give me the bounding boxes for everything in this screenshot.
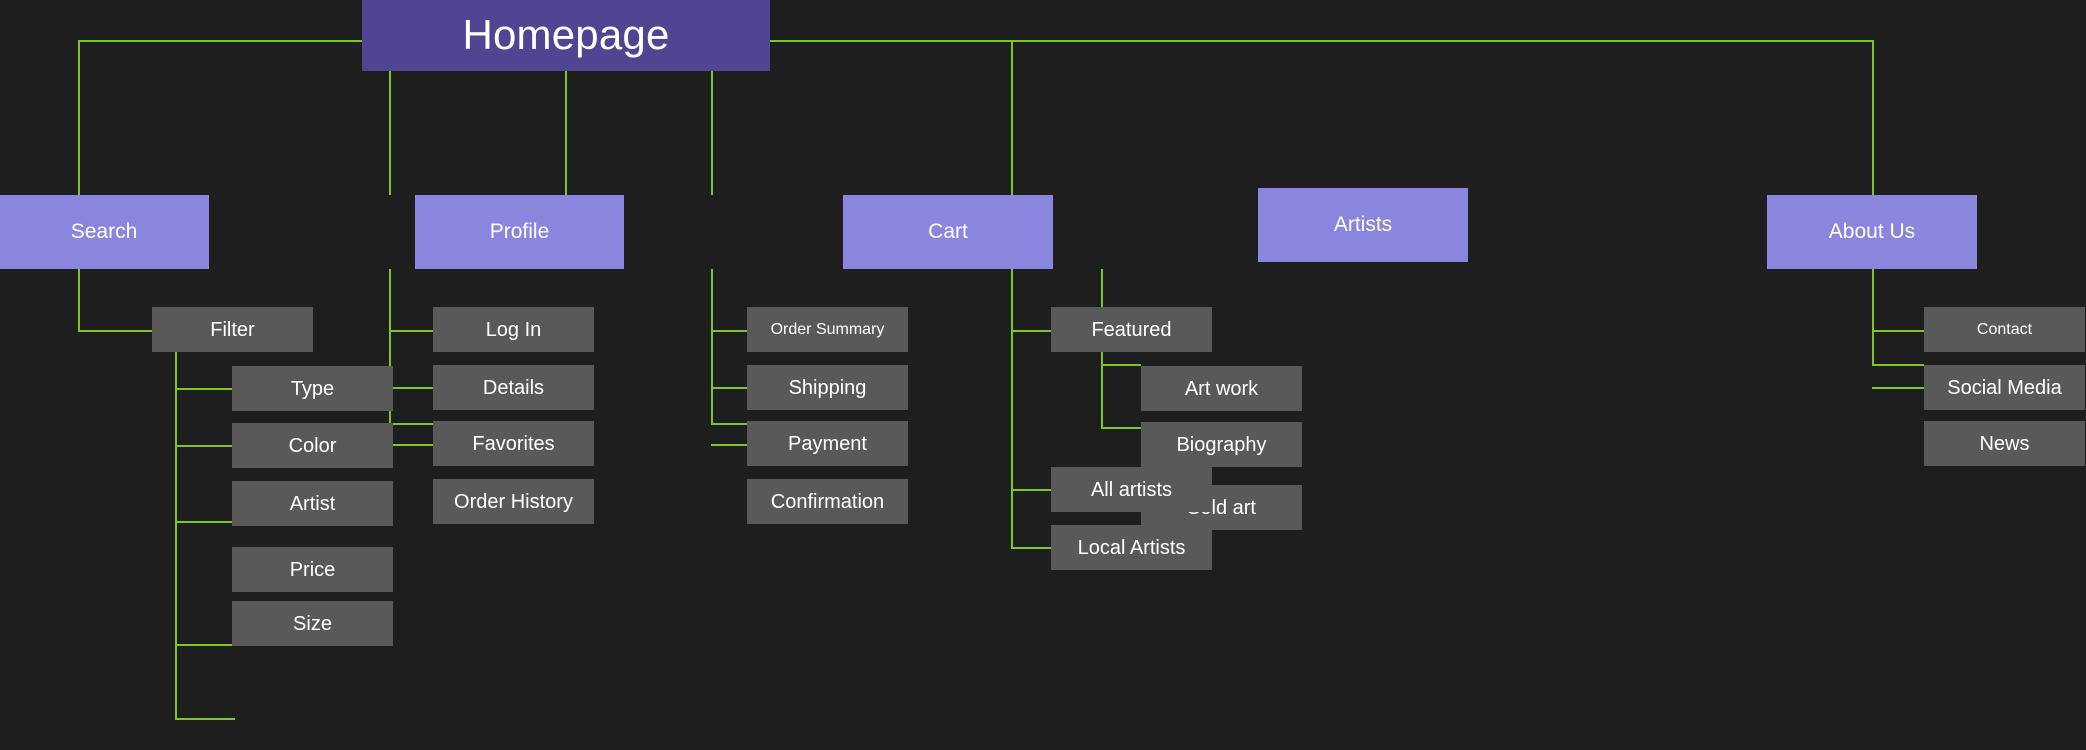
edge-filter-spine: [175, 352, 177, 557]
edge-search-spine: [78, 269, 80, 331]
node-price[interactable]: Price: [232, 547, 393, 592]
edge-root-to-profile: [389, 71, 391, 195]
edge-featured-to-soldart: [1101, 427, 1141, 429]
edge-cart-to-shipping: [711, 387, 749, 389]
node-favorites[interactable]: Favorites: [433, 421, 594, 466]
edge-filter-to-type: [175, 388, 235, 390]
edge-root-bus-left: [78, 40, 363, 42]
node-all-artists[interactable]: All artists: [1051, 467, 1212, 512]
edge-aboutus-spine: [1872, 269, 1874, 365]
edge-cart-to-confirmation: [711, 423, 749, 425]
node-order-summary[interactable]: Order Summary: [747, 307, 908, 352]
edge-artists-to-allartists: [1011, 489, 1051, 491]
node-news[interactable]: News: [1924, 421, 2085, 466]
node-order-history[interactable]: Order History: [433, 479, 594, 524]
edge-filter-spine-lower: [175, 521, 177, 719]
node-shipping[interactable]: Shipping: [747, 365, 908, 410]
node-featured[interactable]: Featured: [1051, 307, 1212, 352]
node-artists[interactable]: Artists: [1258, 188, 1468, 262]
edge-filter-to-color: [175, 445, 235, 447]
edge-aboutus-to-socialmedia: [1872, 387, 1924, 389]
node-filter[interactable]: Filter: [152, 307, 313, 352]
node-artist[interactable]: Artist: [232, 481, 393, 526]
edge-cart-to-payment: [711, 444, 749, 446]
node-details[interactable]: Details: [433, 365, 594, 410]
node-contact[interactable]: Contact: [1924, 307, 2085, 352]
edge-artists-spine: [1011, 269, 1013, 549]
edge-root-stem: [565, 71, 567, 195]
edge-profile-to-details: [389, 387, 433, 389]
edge-aboutus-to-contact: [1872, 330, 1924, 332]
node-log-in[interactable]: Log In: [433, 307, 594, 352]
node-payment[interactable]: Payment: [747, 421, 908, 466]
node-color[interactable]: Color: [232, 423, 393, 468]
edge-featured-to-biography: [1101, 364, 1141, 366]
node-type[interactable]: Type: [232, 366, 393, 411]
edge-filter-to-size: [175, 718, 235, 720]
node-confirmation[interactable]: Confirmation: [747, 479, 908, 524]
edge-aboutus-to-news: [1872, 364, 1924, 366]
edge-profile-to-login: [389, 330, 433, 332]
edge-profile-spine: [389, 269, 391, 425]
edge-artists-to-featured: [1011, 330, 1051, 332]
node-biography[interactable]: Biography: [1141, 422, 1302, 467]
node-social-media[interactable]: Social Media: [1924, 365, 2085, 410]
node-about-us[interactable]: About Us: [1767, 195, 1977, 269]
node-profile-box[interactable]: Profile: [415, 195, 624, 269]
edge-search-to-filter: [78, 330, 153, 332]
node-local-artists[interactable]: Local Artists: [1051, 525, 1212, 570]
edge-cart-spine: [711, 269, 713, 425]
edge-profile-to-orderhistory: [389, 423, 433, 425]
edge-root-to-cart: [711, 71, 713, 195]
edge-root-bus-right: [769, 40, 1873, 42]
edge-artists-to-localartists: [1011, 547, 1051, 549]
node-homepage[interactable]: Homepage: [362, 0, 770, 71]
edge-cart-to-ordersummary: [711, 330, 749, 332]
edge-root-to-aboutus: [1872, 40, 1874, 195]
node-size[interactable]: Size: [232, 601, 393, 646]
node-search[interactable]: Search: [0, 195, 209, 269]
edge-root-to-artists: [1011, 40, 1013, 195]
node-art-work[interactable]: Art work: [1141, 366, 1302, 411]
edge-filter-to-artist: [175, 521, 235, 523]
edge-root-to-search: [78, 40, 80, 195]
node-cart[interactable]: Cart: [843, 195, 1053, 269]
edge-filter-to-price: [175, 644, 235, 646]
edge-profile-to-favorites: [389, 444, 433, 446]
